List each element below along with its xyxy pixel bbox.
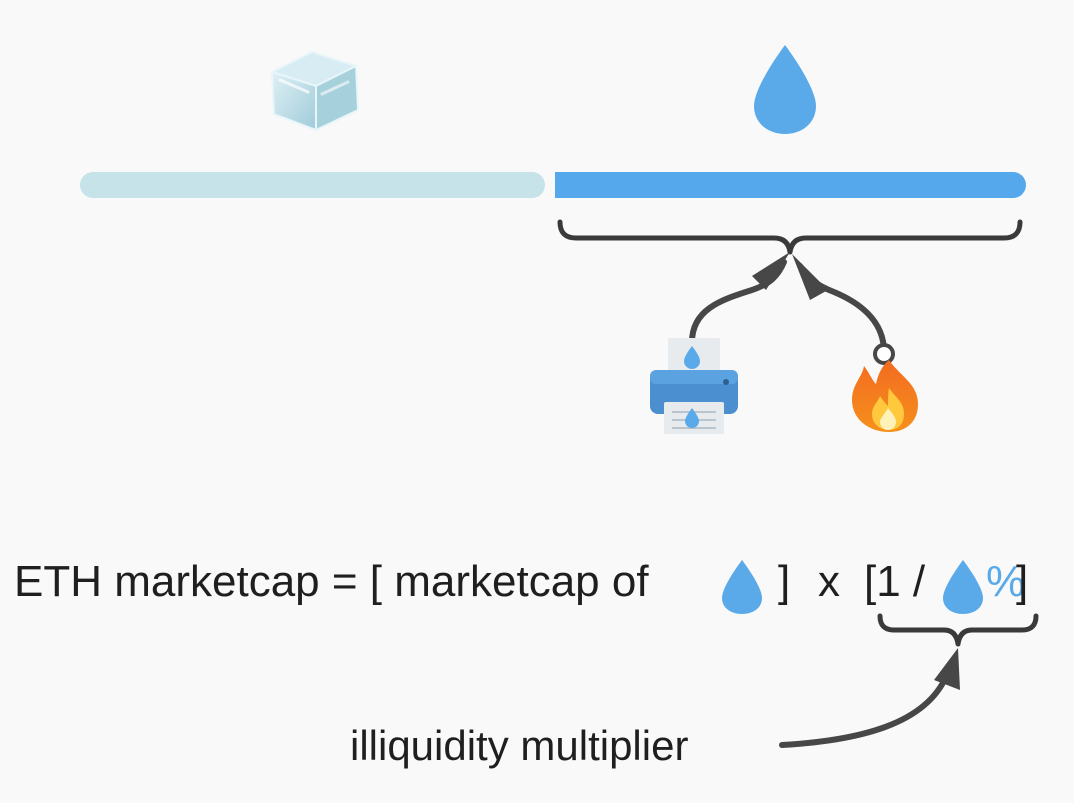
illiquid-supply-bar	[80, 172, 545, 198]
issuance-arrow	[689, 259, 787, 345]
liquid-supply-bar	[555, 172, 1026, 198]
multiplier-arrow	[779, 669, 951, 748]
equation-close-bracket: ]	[778, 557, 790, 606]
fire-icon	[852, 360, 918, 432]
printer-icon	[650, 338, 738, 434]
equation-open-term: [1 /	[864, 557, 926, 606]
illiquidity-multiplier-label: illiquidity multiplier	[350, 722, 688, 769]
equation-percent: %	[986, 557, 1025, 606]
equation-times: x	[818, 557, 840, 606]
multiplier-brace	[877, 613, 1039, 647]
liquid-brace	[557, 219, 1023, 255]
equation-lhs: ETH marketcap = [ marketcap of	[14, 557, 649, 606]
droplet-icon-term	[943, 560, 983, 614]
droplet-icon-equation	[722, 560, 762, 614]
ice-cube-icon	[269, 50, 360, 132]
droplet-icon	[754, 45, 816, 134]
equation-close-term: ]	[1016, 557, 1028, 606]
